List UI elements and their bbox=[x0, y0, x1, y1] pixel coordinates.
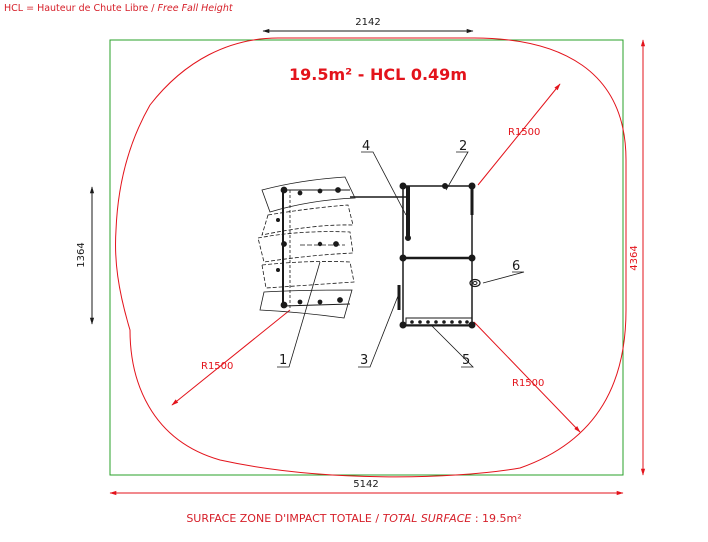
bench-element bbox=[257, 176, 356, 319]
boundary-rectangle bbox=[109, 39, 624, 476]
footer-separator: / bbox=[371, 512, 383, 525]
bottom-dimension-label: 5142 bbox=[353, 479, 378, 490]
radius-leader-bottom-right bbox=[473, 321, 581, 433]
title: 19.5m² - HCL 0.49m bbox=[289, 65, 467, 84]
right-dimension-label: 4364 bbox=[629, 245, 640, 270]
radius-label-bottom-right: R1500 bbox=[512, 378, 544, 389]
footer-en-label: TOTAL SURFACE bbox=[382, 512, 472, 525]
impact-zone-outline bbox=[115, 37, 627, 478]
radius-leader-top-right bbox=[477, 83, 561, 186]
callout-leaders bbox=[277, 151, 525, 368]
footer-fr: SURFACE ZONE D'IMPACT TOTALE bbox=[186, 512, 372, 525]
radius-label-bottom-left: R1500 bbox=[201, 361, 233, 372]
legend: HCL = Hauteur de Chute Libre / Free Fall… bbox=[4, 3, 233, 14]
callout-label: 1 bbox=[279, 353, 287, 368]
footer-surface: SURFACE ZONE D'IMPACT TOTALE / TOTAL SUR… bbox=[0, 512, 708, 525]
tower-structure bbox=[397, 182, 481, 329]
radius-leader-bottom-left bbox=[171, 309, 291, 406]
legend-abbrev: HCL = Hauteur de Chute Libre bbox=[4, 3, 149, 14]
top-dimension-label: 2142 bbox=[355, 17, 380, 28]
legend-separator: / bbox=[148, 3, 158, 14]
callout-label: 2 bbox=[459, 139, 467, 154]
radius-label-top-right: R1500 bbox=[508, 127, 540, 138]
callout-label: 4 bbox=[362, 139, 370, 154]
footer-value: : 19.5m² bbox=[471, 512, 522, 525]
left-dimension-label: 1364 bbox=[76, 242, 87, 267]
legend-english: Free Fall Height bbox=[157, 3, 233, 14]
callout-label: 6 bbox=[512, 259, 520, 274]
callout-label: 3 bbox=[360, 353, 368, 368]
callout-label: 5 bbox=[462, 353, 470, 368]
